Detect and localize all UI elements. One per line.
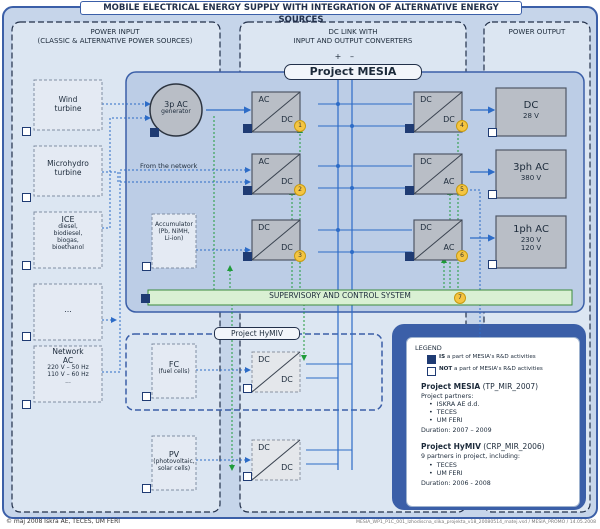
footer-copyright: © maj 2008 Iskra AE, TECES, UM FERI <box>6 518 121 525</box>
checkbox-generator-icon <box>150 128 159 137</box>
source-network-ac: Network AC 220 V – 50 Hz 110 V – 60 Hz .… <box>47 347 89 386</box>
checkbox-network-icon <box>22 400 31 409</box>
checkbox-other-icon <box>22 332 31 341</box>
source-ice: ICE diesel,biodiesel, biogas,bioethanol <box>52 215 84 251</box>
bus-plus-label: + <box>334 52 342 61</box>
checkbox-supervisory-icon <box>141 294 150 303</box>
legend-hymiv-partners-label: 9 partners in project, including: <box>421 453 521 460</box>
checkbox-pv-icon <box>142 484 151 493</box>
legend-mesia-partner-2: • TECES <box>429 409 457 416</box>
checkbox-converter-3-icon <box>243 252 252 261</box>
hymiv-converter-1-bottom: DC <box>281 375 293 384</box>
badge-4: 4 <box>456 120 468 132</box>
fuel-cell-label: FC(fuel cells) <box>158 360 190 376</box>
legend-checked-icon <box>427 355 436 364</box>
legend-hymiv-duration: Duration: 2006 - 2008 <box>421 480 491 487</box>
power-input-header: POWER INPUT <box>90 28 140 36</box>
dc-link-subheader: INPUT AND OUTPUT CONVERTERS <box>293 37 413 45</box>
checkbox-converter-5-icon <box>405 186 414 195</box>
legend-hymiv-partner-1: • TECES <box>429 462 457 469</box>
badge-5: 5 <box>456 184 468 196</box>
converter-3-bottom: DC <box>281 243 293 252</box>
checkbox-output-dc-icon <box>488 128 497 137</box>
checkbox-converter-4-icon <box>405 124 414 133</box>
dc-link-header: DC LINK WITH <box>328 28 378 36</box>
badge-2: 2 <box>294 184 306 196</box>
converter-4-top: DC <box>420 95 432 104</box>
checkbox-ice-icon <box>22 261 31 270</box>
checkbox-converter-6-icon <box>405 252 414 261</box>
hymiv-converter-2-top: DC <box>258 443 270 452</box>
legend-is-row: IS a part of MESIA's R&D activities <box>439 354 536 360</box>
converter-2-top: AC <box>258 157 270 166</box>
hymiv-converter-2-bottom: DC <box>281 463 293 472</box>
legend-hymiv-partner-2: • UM FERI <box>429 470 463 477</box>
accumulator-label: Accumulator(Pb, NiMH,Li-ion) <box>155 221 193 242</box>
legend-mesia-heading: Project MESIA (TP_MIR_2007) <box>421 382 539 391</box>
converter-4-bottom: DC <box>443 115 455 124</box>
legend-panel: LEGEND IS a part of MESIA's R&D activiti… <box>406 337 580 507</box>
hymiv-converter-1-top: DC <box>258 355 270 364</box>
legend-mesia-partner-3: • UM FERI <box>429 417 463 424</box>
page-title: MOBILE ELECTRICAL ENERGY SUPPLY WITH INT… <box>80 1 522 25</box>
source-other: ... <box>64 305 72 314</box>
pv-label: PV(photovoltaic,solar cells) <box>153 450 195 473</box>
checkbox-fc-icon <box>142 392 151 401</box>
converter-5-top: DC <box>420 157 432 166</box>
converter-6-top: DC <box>420 223 432 232</box>
legend-title: LEGEND <box>415 344 442 352</box>
badge-3: 3 <box>294 250 306 262</box>
legend-empty-icon <box>427 367 436 376</box>
converter-1-top: AC <box>258 95 270 104</box>
checkbox-accumulator-icon <box>142 262 151 271</box>
converter-2-bottom: DC <box>281 177 293 186</box>
checkbox-converter-2-icon <box>243 186 252 195</box>
legend-hymiv-heading: Project HyMIV (CRP_MIR_2006) <box>421 442 545 451</box>
project-mesia-label: Project MESIA <box>284 64 422 80</box>
generator-circle <box>149 83 203 137</box>
converter-1-bottom: DC <box>281 115 293 124</box>
power-output-header: POWER OUTPUT <box>508 28 566 36</box>
badge-6: 6 <box>456 250 468 262</box>
project-hymiv-label: Project HyMIV <box>214 327 300 340</box>
legend-mesia-partners-label: Project partners: <box>421 393 474 400</box>
legend-not-row: NOT a part of MESIA's R&D activities <box>439 366 543 372</box>
converter-6-bottom: AC <box>443 243 455 252</box>
badge-1: 1 <box>294 120 306 132</box>
checkbox-wind-icon <box>22 127 31 136</box>
footer-filename: MESIA_WP1_P1C_001_Izhodiscna_slika_proje… <box>355 520 596 525</box>
checkbox-hymiv-1-icon <box>243 384 252 393</box>
from-network-label: From the network <box>140 162 198 170</box>
checkbox-hymiv-2-icon <box>243 472 252 481</box>
converter-3-top: DC <box>258 223 270 232</box>
power-input-subheader: (CLASSIC & ALTERNATIVE POWER SOURCES) <box>37 37 193 45</box>
converter-5-bottom: AC <box>443 177 455 186</box>
checkbox-output-3ph-icon <box>488 190 497 199</box>
legend-mesia-partner-1: • ISKRA AE d.d. <box>429 401 480 408</box>
legend-mesia-duration: Duration: 2007 – 2009 <box>421 427 492 434</box>
checkbox-output-1ph-icon <box>488 260 497 269</box>
supervisory-label: SUPERVISORY AND CONTROL SYSTEM <box>269 291 411 300</box>
badge-7: 7 <box>454 292 466 304</box>
checkbox-microhydro-icon <box>22 193 31 202</box>
checkbox-converter-1-icon <box>243 124 252 133</box>
bus-minus-label: – <box>350 52 354 61</box>
